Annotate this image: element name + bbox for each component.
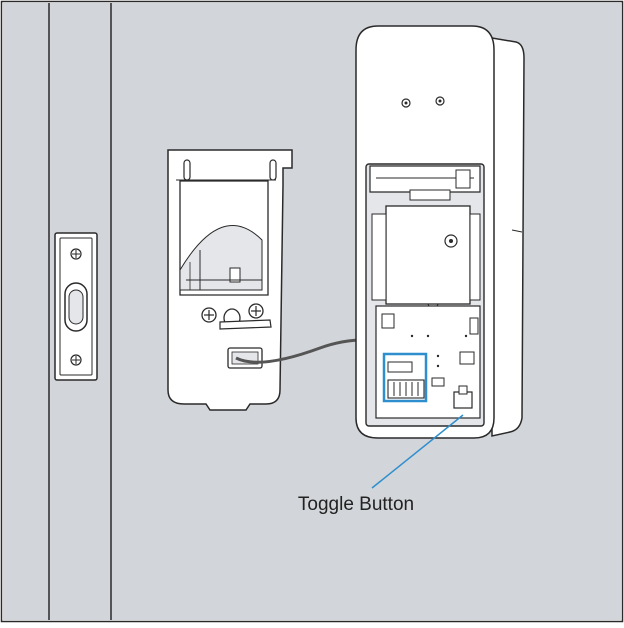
- cable-connector-icon: [387, 361, 425, 399]
- screw-icon: [248, 303, 264, 319]
- toggle-button-icon: [453, 385, 473, 409]
- connector-highlight-box: [382, 352, 428, 403]
- callout-leader-line: [371, 414, 464, 489]
- screw-icon: [70, 354, 82, 366]
- interior-lock-body: [355, 25, 525, 439]
- strike-plate: [54, 232, 98, 381]
- screw-icon: [70, 248, 82, 260]
- callout-label: Toggle Button: [298, 494, 414, 515]
- screw-icon: [201, 307, 217, 323]
- mounting-plate: [167, 149, 293, 411]
